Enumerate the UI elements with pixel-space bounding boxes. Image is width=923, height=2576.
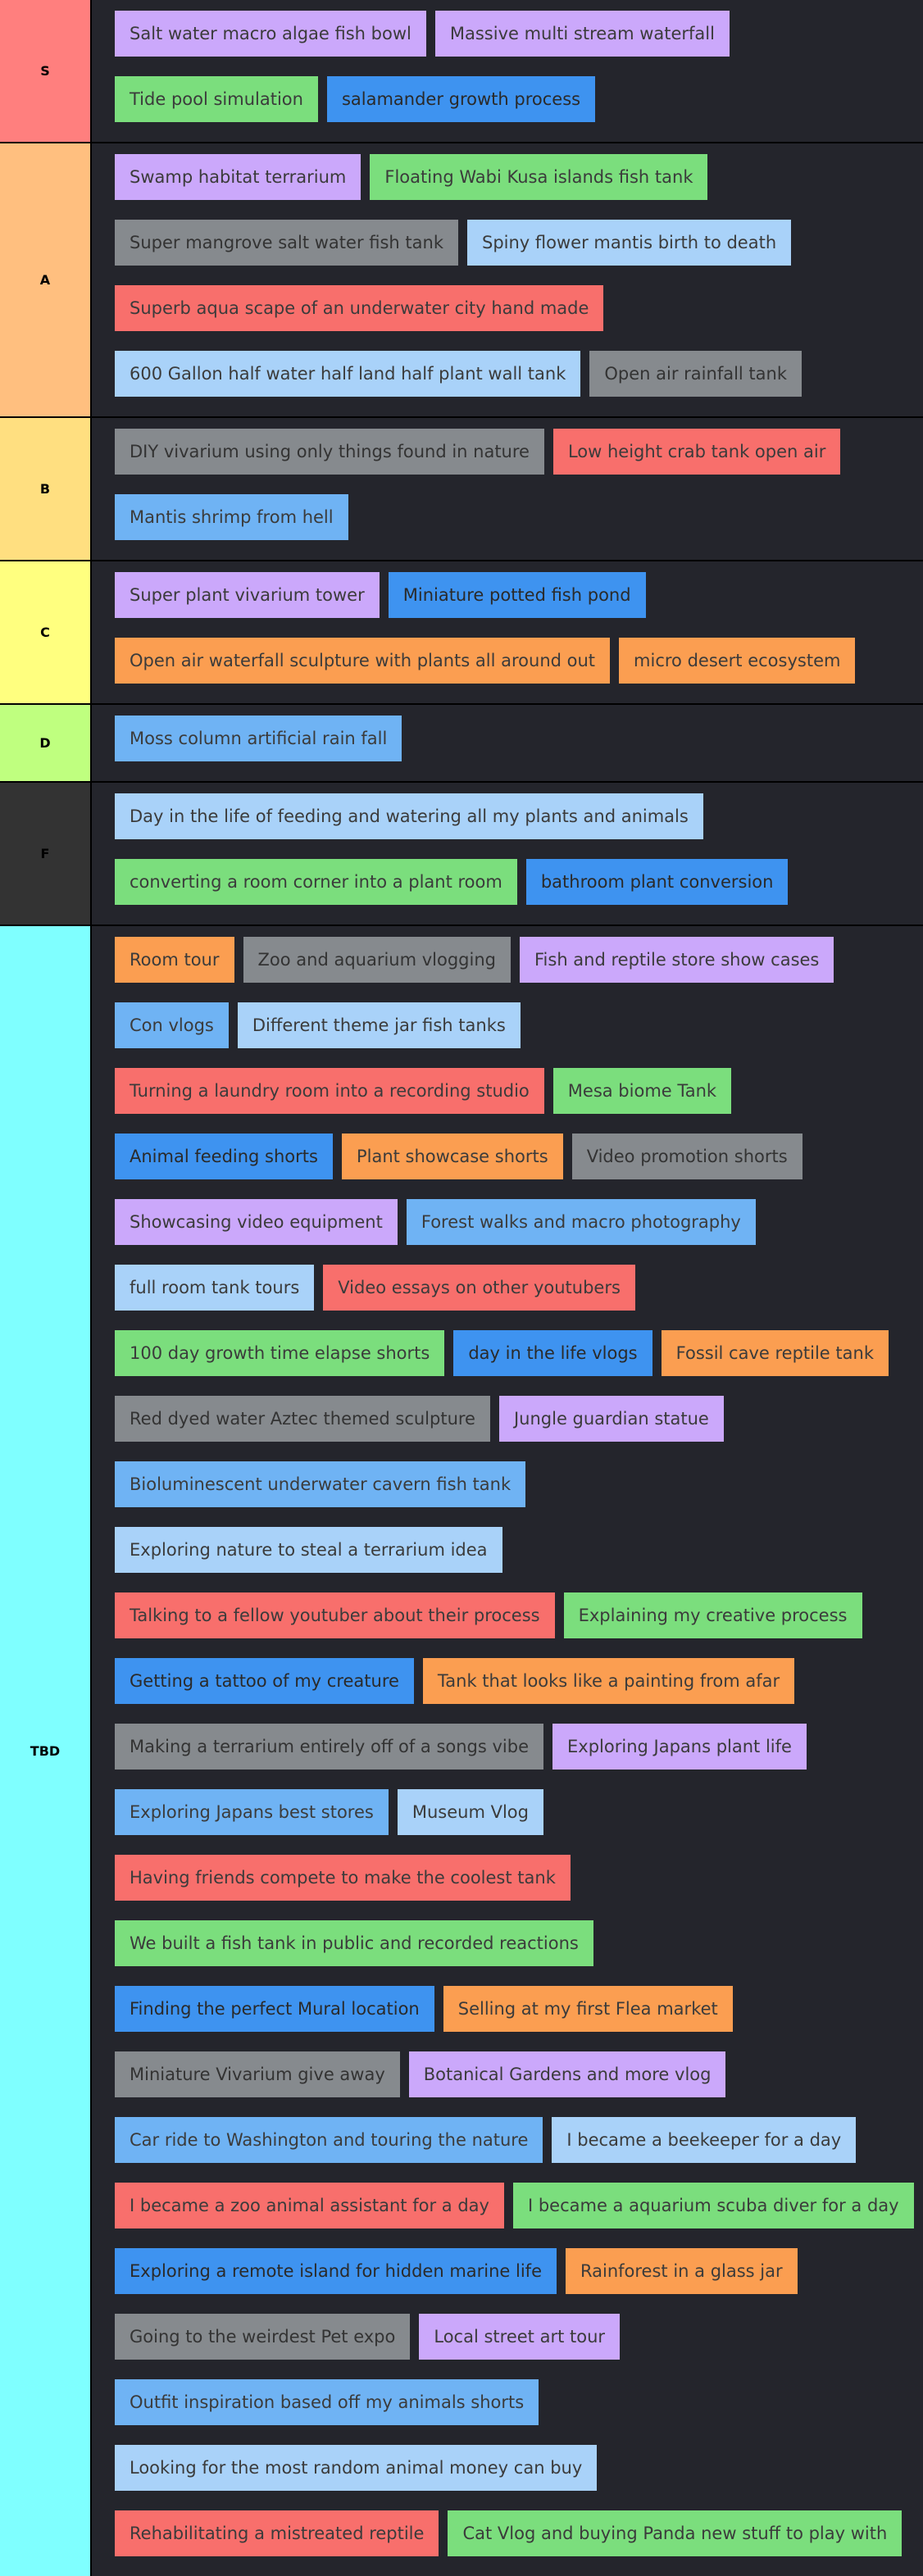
tier-item[interactable]: Showcasing video equipment	[115, 1199, 398, 1245]
tier-item[interactable]: Exploring nature to steal a terrarium id…	[115, 1527, 502, 1573]
tier-item[interactable]: Outfit inspiration based off my animals …	[115, 2379, 539, 2425]
tier-item[interactable]: Video essays on other youtubers	[323, 1265, 635, 1311]
tier-item[interactable]: Massive multi stream waterfall	[434, 11, 730, 57]
tier-item[interactable]: Forest walks and macro photography	[406, 1199, 756, 1245]
tier-item[interactable]: day in the life vlogs	[453, 1330, 652, 1376]
tier-item[interactable]: Day in the life of feeding and watering …	[115, 793, 703, 839]
tier-items-area[interactable]: Moss column artificial rain fall	[92, 705, 923, 781]
tier-item[interactable]: Zoo and aquarium vlogging	[243, 937, 511, 983]
tier-item[interactable]: Tank that looks like a painting from afa…	[422, 1658, 795, 1704]
tier-item[interactable]: Floating Wabi Kusa islands fish tank	[370, 154, 708, 200]
tier-item[interactable]: Fossil cave reptile tank	[661, 1330, 889, 1376]
tier-label: C	[0, 561, 90, 703]
tier-item[interactable]: Cat Vlog and buying Panda new stuff to p…	[448, 2510, 903, 2556]
tier-item[interactable]: Finding the perfect Mural location	[115, 1986, 434, 2032]
tier-item[interactable]: Museum Vlog	[397, 1789, 543, 1835]
tier-row: F Day in the life of feeding and watering…	[0, 783, 923, 926]
tier-item[interactable]: Exploring Japans best stores	[115, 1789, 389, 1835]
tier-label: A	[0, 143, 90, 416]
tier-item[interactable]: Exploring a remote island for hidden mar…	[115, 2248, 557, 2294]
tier-item[interactable]: Different theme jar fish tanks	[237, 1002, 521, 1048]
tier-item[interactable]: Plant showcase shorts	[341, 1134, 563, 1179]
tier-row: D Moss column artificial rain fall	[0, 705, 923, 783]
tier-item[interactable]: bathroom plant conversion	[525, 859, 789, 905]
tier-item[interactable]: Getting a tattoo of my creature	[115, 1658, 414, 1704]
tier-item[interactable]: Fish and reptile store show cases	[520, 937, 834, 983]
tier-item[interactable]: Selling at my first Flea market	[443, 1986, 733, 2032]
tier-item[interactable]: I became a zoo animal assistant for a da…	[115, 2183, 504, 2228]
tier-row: B DIY vivarium using only things found in…	[0, 418, 923, 561]
tier-item[interactable]: converting a room corner into a plant ro…	[115, 859, 517, 905]
tier-item[interactable]: Talking to a fellow youtuber about their…	[115, 1592, 555, 1638]
tier-item[interactable]: 600 Gallon half water half land half pla…	[115, 351, 581, 397]
tier-item[interactable]: micro desert ecosystem	[619, 638, 856, 684]
tier-item[interactable]: DIY vivarium using only things found in …	[115, 429, 544, 475]
tier-item[interactable]: Making a terrarium entirely off of a son…	[115, 1724, 544, 1770]
tier-item[interactable]: Mesa biome Tank	[552, 1068, 732, 1114]
tier-item[interactable]: Having friends compete to make the coole…	[115, 1855, 571, 1901]
tier-item[interactable]: Explaining my creative process	[563, 1592, 862, 1638]
tier-item[interactable]: Looking for the most random animal money…	[115, 2445, 598, 2491]
tier-item[interactable]: I became a aquarium scuba diver for a da…	[512, 2183, 914, 2228]
tier-item[interactable]: Going to the weirdest Pet expo	[115, 2314, 411, 2360]
tier-label: F	[0, 783, 90, 925]
tier-item[interactable]: Exploring Japans plant life	[552, 1724, 807, 1770]
tier-item[interactable]: Open air waterfall sculpture with plants…	[115, 638, 611, 684]
tier-item[interactable]: full room tank tours	[115, 1265, 315, 1311]
tier-item[interactable]: I became a beekeeper for a day	[552, 2117, 857, 2163]
tier-item[interactable]: 100 day growth time elapse shorts	[115, 1330, 445, 1376]
tier-item[interactable]: Red dyed water Aztec themed sculpture	[115, 1396, 490, 1442]
tier-item[interactable]: Con vlogs	[115, 1002, 229, 1048]
tier-item[interactable]: Spiny flower mantis birth to death	[467, 220, 792, 266]
tier-item[interactable]: Animal feeding shorts	[115, 1134, 333, 1179]
tier-item[interactable]: Video promotion shorts	[571, 1134, 803, 1179]
tier-item[interactable]: Super plant vivarium tower	[115, 572, 380, 618]
tier-item[interactable]: Local street art tour	[419, 2314, 621, 2360]
tier-item[interactable]: Miniature potted fish pond	[388, 572, 646, 618]
tier-items-area[interactable]: DIY vivarium using only things found in …	[92, 418, 923, 560]
tier-item[interactable]: Open air rainfall tank	[589, 351, 802, 397]
tier-item[interactable]: Jungle guardian statue	[498, 1396, 724, 1442]
tier-item[interactable]: Rehabilitating a mistreated reptile	[115, 2510, 439, 2556]
tier-item[interactable]: Moss column artificial rain fall	[115, 716, 402, 761]
tier-item[interactable]: Miniature Vivarium give away	[115, 2051, 400, 2097]
tier-items-area[interactable]: Day in the life of feeding and watering …	[92, 783, 923, 925]
tier-label: TBD	[0, 926, 90, 2576]
tier-item[interactable]: Swamp habitat terrarium	[115, 154, 361, 200]
tier-label: D	[0, 705, 90, 781]
tier-label: S	[0, 0, 90, 142]
tier-item[interactable]: Superb aqua scape of an underwater city …	[115, 285, 604, 331]
tier-item[interactable]: Salt water macro algae fish bowl	[115, 11, 426, 57]
tier-item[interactable]: Low height crab tank open air	[552, 429, 841, 475]
tier-item[interactable]: Rainforest in a glass jar	[566, 2248, 798, 2294]
tier-item[interactable]: Botanical Gardens and more vlog	[408, 2051, 726, 2097]
tier-item[interactable]: We built a fish tank in public and recor…	[115, 1920, 593, 1966]
tier-item[interactable]: Room tour	[115, 937, 234, 983]
tier-item[interactable]: Bioluminescent underwater cavern fish ta…	[115, 1461, 526, 1507]
tier-item[interactable]: Turning a laundry room into a recording …	[115, 1068, 544, 1114]
tier-item[interactable]: Car ride to Washington and touring the n…	[115, 2117, 543, 2163]
tier-item[interactable]: salamander growth process	[326, 76, 596, 122]
tier-item[interactable]: Tide pool simulation	[115, 76, 318, 122]
tier-item[interactable]: Mantis shrimp from hell	[115, 494, 348, 540]
tier-item[interactable]: Super mangrove salt water fish tank	[115, 220, 458, 266]
tier-label: B	[0, 418, 90, 560]
